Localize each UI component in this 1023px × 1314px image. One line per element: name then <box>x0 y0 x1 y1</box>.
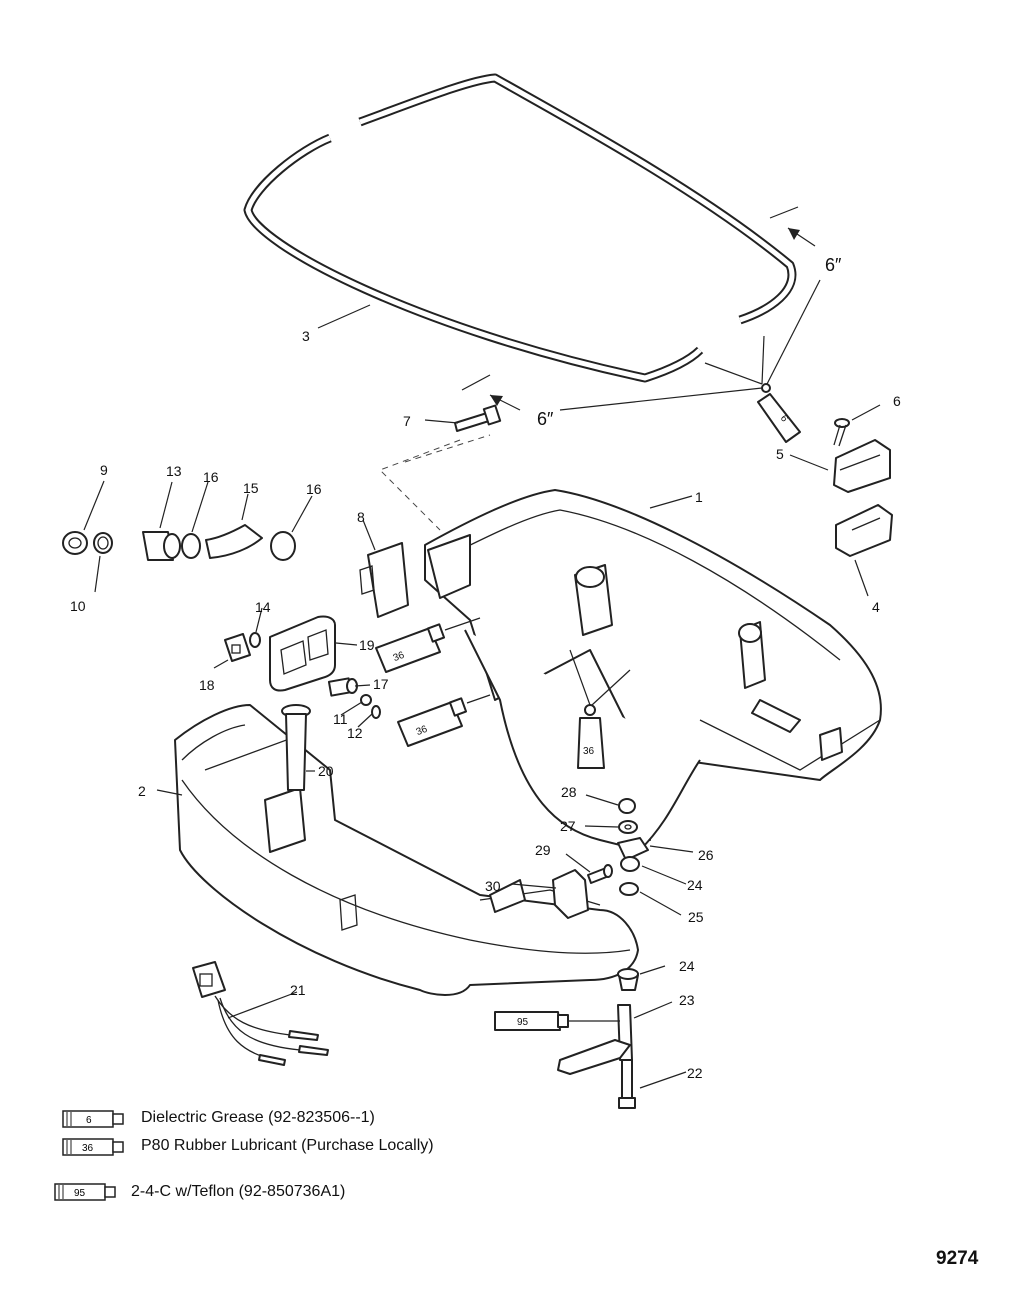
tube-95-applied <box>494 1011 569 1031</box>
dimension-arrow-mid <box>461 374 521 411</box>
callout-12: 12 <box>347 725 363 741</box>
callout-29: 29 <box>535 842 551 858</box>
washer-part-27 <box>618 820 638 834</box>
washer-part-25 <box>619 882 639 896</box>
callout-1: 1 <box>695 489 703 505</box>
callout-5: 5 <box>776 446 784 462</box>
latch-part-4 <box>835 504 893 557</box>
cover-plate-part-19 <box>269 615 336 692</box>
callout-24b: 24 <box>679 958 695 974</box>
ring-part-14 <box>249 632 261 648</box>
callout-8: 8 <box>357 509 365 525</box>
legend-tube-95: 95 <box>54 1183 116 1201</box>
callout-21: 21 <box>290 982 306 998</box>
callout-24a: 24 <box>687 877 703 893</box>
ring-part-10 <box>93 532 113 554</box>
legend-text-2-4-c-teflon: 2-4-C w/Teflon (92-850736A1) <box>131 1183 346 1200</box>
callout-2: 2 <box>138 783 146 799</box>
dimension-label-top: 6″ <box>825 255 842 275</box>
bushing-part-24-lower <box>617 968 639 991</box>
bracket-part-26 <box>617 837 649 861</box>
bottom-cowl-part-1 <box>424 489 882 851</box>
callout-25: 25 <box>688 909 704 925</box>
callout-16b: 16 <box>306 481 322 497</box>
fitting-part-17 <box>327 677 358 697</box>
callout-6: 6 <box>893 393 901 409</box>
tube-36-lower <box>397 697 468 747</box>
callout-labels: 1 2 3 4 5 6 7 8 9 10 11 12 13 14 15 16 1… <box>70 255 901 1081</box>
callout-30: 30 <box>485 878 501 894</box>
leader-lines <box>83 304 881 1089</box>
clamp-part-16-left <box>181 533 201 559</box>
pad-part-23 <box>557 1039 631 1075</box>
callout-23: 23 <box>679 992 695 1008</box>
callout-3: 3 <box>302 328 310 344</box>
callout-17: 17 <box>373 676 389 692</box>
callout-13: 13 <box>166 463 182 479</box>
screw-part-29 <box>587 864 613 884</box>
tube-label-36-upper: 36 <box>392 650 407 664</box>
callout-16a: 16 <box>203 469 219 485</box>
callout-9: 9 <box>100 462 108 478</box>
dimension-arrow-top <box>769 206 816 247</box>
seal-top-cowl <box>243 73 797 383</box>
screw-part-6 <box>833 418 850 447</box>
tube-label-36-vertical: 36 <box>583 746 595 757</box>
callout-11: 11 <box>333 711 348 727</box>
clamp-part-16-right <box>270 531 296 561</box>
legend-tube-36: 36 <box>62 1138 124 1156</box>
ring-part-12 <box>371 705 381 719</box>
fitting-part-13 <box>142 531 181 561</box>
tube-label-95-applied: 95 <box>517 1017 529 1028</box>
harness-part-21 <box>192 961 329 1066</box>
callout-27: 27 <box>560 818 576 834</box>
callout-20: 20 <box>318 763 334 779</box>
tube-label-36-lower: 36 <box>415 724 430 738</box>
callout-18: 18 <box>199 677 215 693</box>
legend-text-p80-lubricant: P80 Rubber Lubricant (Purchase Locally) <box>141 1137 434 1154</box>
star-washer-part-11 <box>360 694 372 706</box>
switch-part-18 <box>224 633 251 662</box>
clip-part-30 <box>552 869 589 919</box>
nut-part-28 <box>618 798 636 814</box>
bolt-part-22 <box>618 1059 636 1109</box>
bolt-part-7 <box>454 404 502 432</box>
callout-28: 28 <box>561 784 577 800</box>
callout-4: 4 <box>872 599 880 615</box>
callout-10: 10 <box>70 598 86 614</box>
legend-text-dielectric-grease: Dielectric Grease (92-823506--1) <box>141 1109 375 1126</box>
figure-number: 9274 <box>936 1248 979 1269</box>
callout-15: 15 <box>243 480 259 496</box>
callout-26: 26 <box>698 847 714 863</box>
tube-label-6-seal: 6 <box>778 413 790 424</box>
tube-36-upper <box>375 623 446 673</box>
legend-tube-label-36: 36 <box>82 1143 94 1154</box>
legend-tube-label-6: 6 <box>86 1115 92 1126</box>
bracket-part-8 <box>359 542 409 618</box>
hose-part-15 <box>205 524 263 559</box>
grommet-part-9 <box>62 531 88 555</box>
callout-19: 19 <box>359 637 375 653</box>
sleeve-part-20 <box>281 704 311 791</box>
tube-6-seal <box>757 383 801 443</box>
bracket-part-5 <box>833 439 891 493</box>
callout-14: 14 <box>255 599 271 615</box>
tube-36-vertical <box>577 704 605 769</box>
dimension-label-mid: 6″ <box>537 409 554 429</box>
bushing-part-24-upper <box>620 856 640 872</box>
callout-22: 22 <box>687 1065 703 1081</box>
legend-tube-6: 6 <box>62 1110 124 1128</box>
callout-7: 7 <box>403 413 411 429</box>
legend-tube-label-95: 95 <box>74 1188 86 1199</box>
